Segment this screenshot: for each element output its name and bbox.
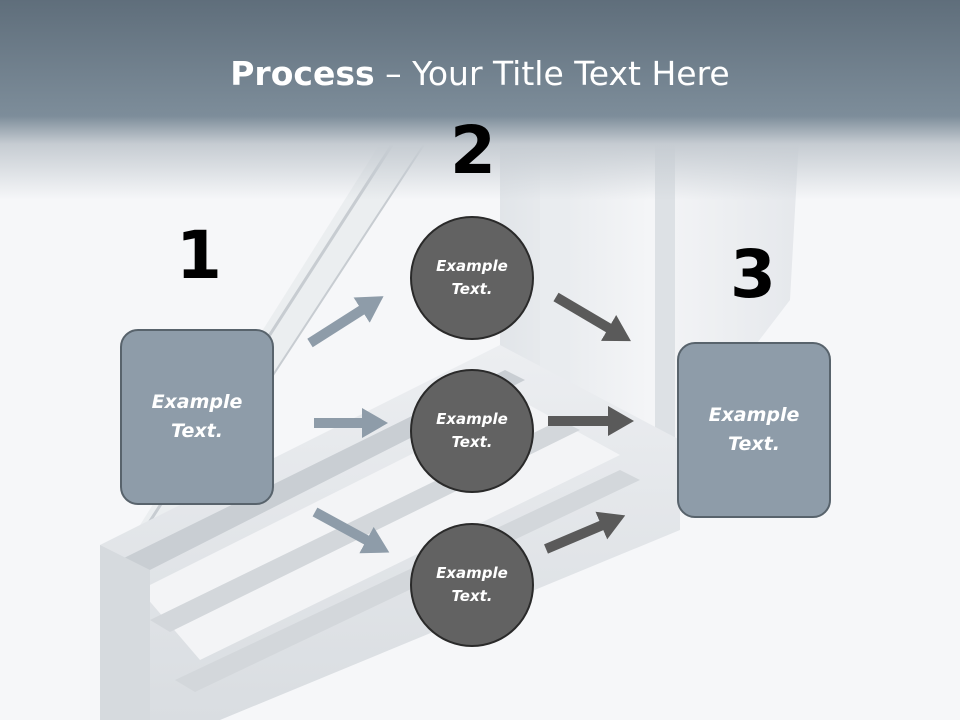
- arrow-1-to-2a: [307, 296, 384, 348]
- arrow-1-to-2c: [312, 507, 390, 554]
- step-2-circle-2: Example Text.: [410, 369, 534, 493]
- step-2-circle-1-text: Example Text.: [436, 257, 508, 298]
- step-2-circle-3: Example Text.: [410, 523, 534, 647]
- step-3-box: Example Text.: [677, 342, 831, 518]
- step-1-text: Example Text.: [151, 391, 243, 442]
- step-2-circle-1: Example Text.: [410, 216, 534, 340]
- slide-title: Process – Your Title Text Here: [0, 52, 960, 96]
- step-3-text: Example Text.: [708, 404, 800, 455]
- step-1-number: 1: [176, 217, 222, 294]
- arrow-2a-to-3: [553, 292, 631, 342]
- step-2-circle-2-text: Example Text.: [436, 410, 508, 451]
- title-bold: Process: [230, 54, 375, 93]
- title-rest: – Your Title Text Here: [374, 54, 730, 93]
- step-2-number: 2: [450, 112, 496, 189]
- arrow-2c-to-3: [544, 511, 626, 554]
- title-band: [0, 0, 960, 200]
- step-2-circle-3-text: Example Text.: [436, 564, 508, 605]
- step-3-number: 3: [730, 236, 776, 313]
- step-1-box: Example Text.: [120, 329, 274, 505]
